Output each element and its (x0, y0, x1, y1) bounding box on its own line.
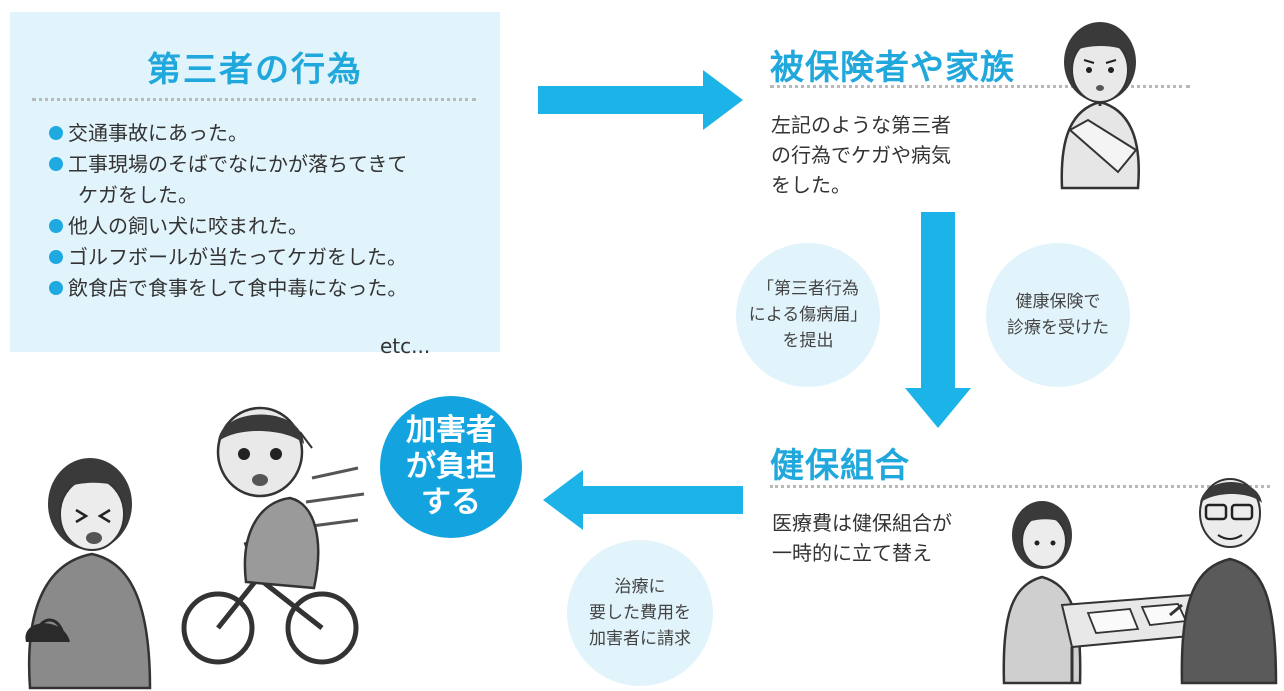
claim-circle: 治療に 要した費用を 加害者に請求 (567, 540, 713, 686)
payer-circle: 加害者 が負担 する (380, 396, 522, 538)
bicycle-accident-illustration (25, 406, 365, 690)
list-item: 他人の飼い犬に咬まれた。 (48, 211, 407, 242)
consultation-illustration (1002, 478, 1278, 685)
list-item-continuation: ケガをした。 (78, 183, 198, 207)
dotted-divider (32, 98, 476, 101)
treatment-circle: 健康保険で 診療を受けた (986, 243, 1130, 387)
third-party-acts-box: 第三者の行為 交通事故にあった。 工事現場のそばでなにかが落ちてきて ケガをした… (10, 12, 500, 358)
arrow-down-icon (905, 212, 971, 428)
injury-report-circle: 「第三者行為 による傷病届」 を提出 (736, 243, 880, 387)
etc-label: etc... (380, 334, 431, 358)
dotted-divider (770, 485, 1270, 488)
list-item: 交通事故にあった。 (48, 118, 407, 149)
acts-list: 交通事故にあった。 工事現場のそばでなにかが落ちてきて ケガをした。 他人の飼い… (48, 118, 407, 304)
injured-person-illustration (1060, 22, 1140, 190)
arrow-left-icon (543, 470, 743, 530)
acts-title: 第三者の行為 (147, 50, 363, 90)
insured-title: 被保険者や家族 (770, 48, 1015, 88)
list-item: 工事現場のそばでなにかが落ちてきて (48, 149, 407, 180)
list-item: ゴルフボールが当たってケガをした。 (48, 242, 407, 273)
kenpo-title: 健保組合 (770, 446, 910, 486)
arrow-right-icon (538, 70, 743, 130)
dotted-divider (770, 85, 1190, 88)
insured-description: 左記のような第三者 の行為でケガや病気 をした。 (771, 113, 951, 197)
list-item: 飲食店で食事をして食中毒になった。 (48, 273, 407, 304)
kenpo-description: 医療費は健保組合が 一時的に立て替え (772, 511, 952, 565)
